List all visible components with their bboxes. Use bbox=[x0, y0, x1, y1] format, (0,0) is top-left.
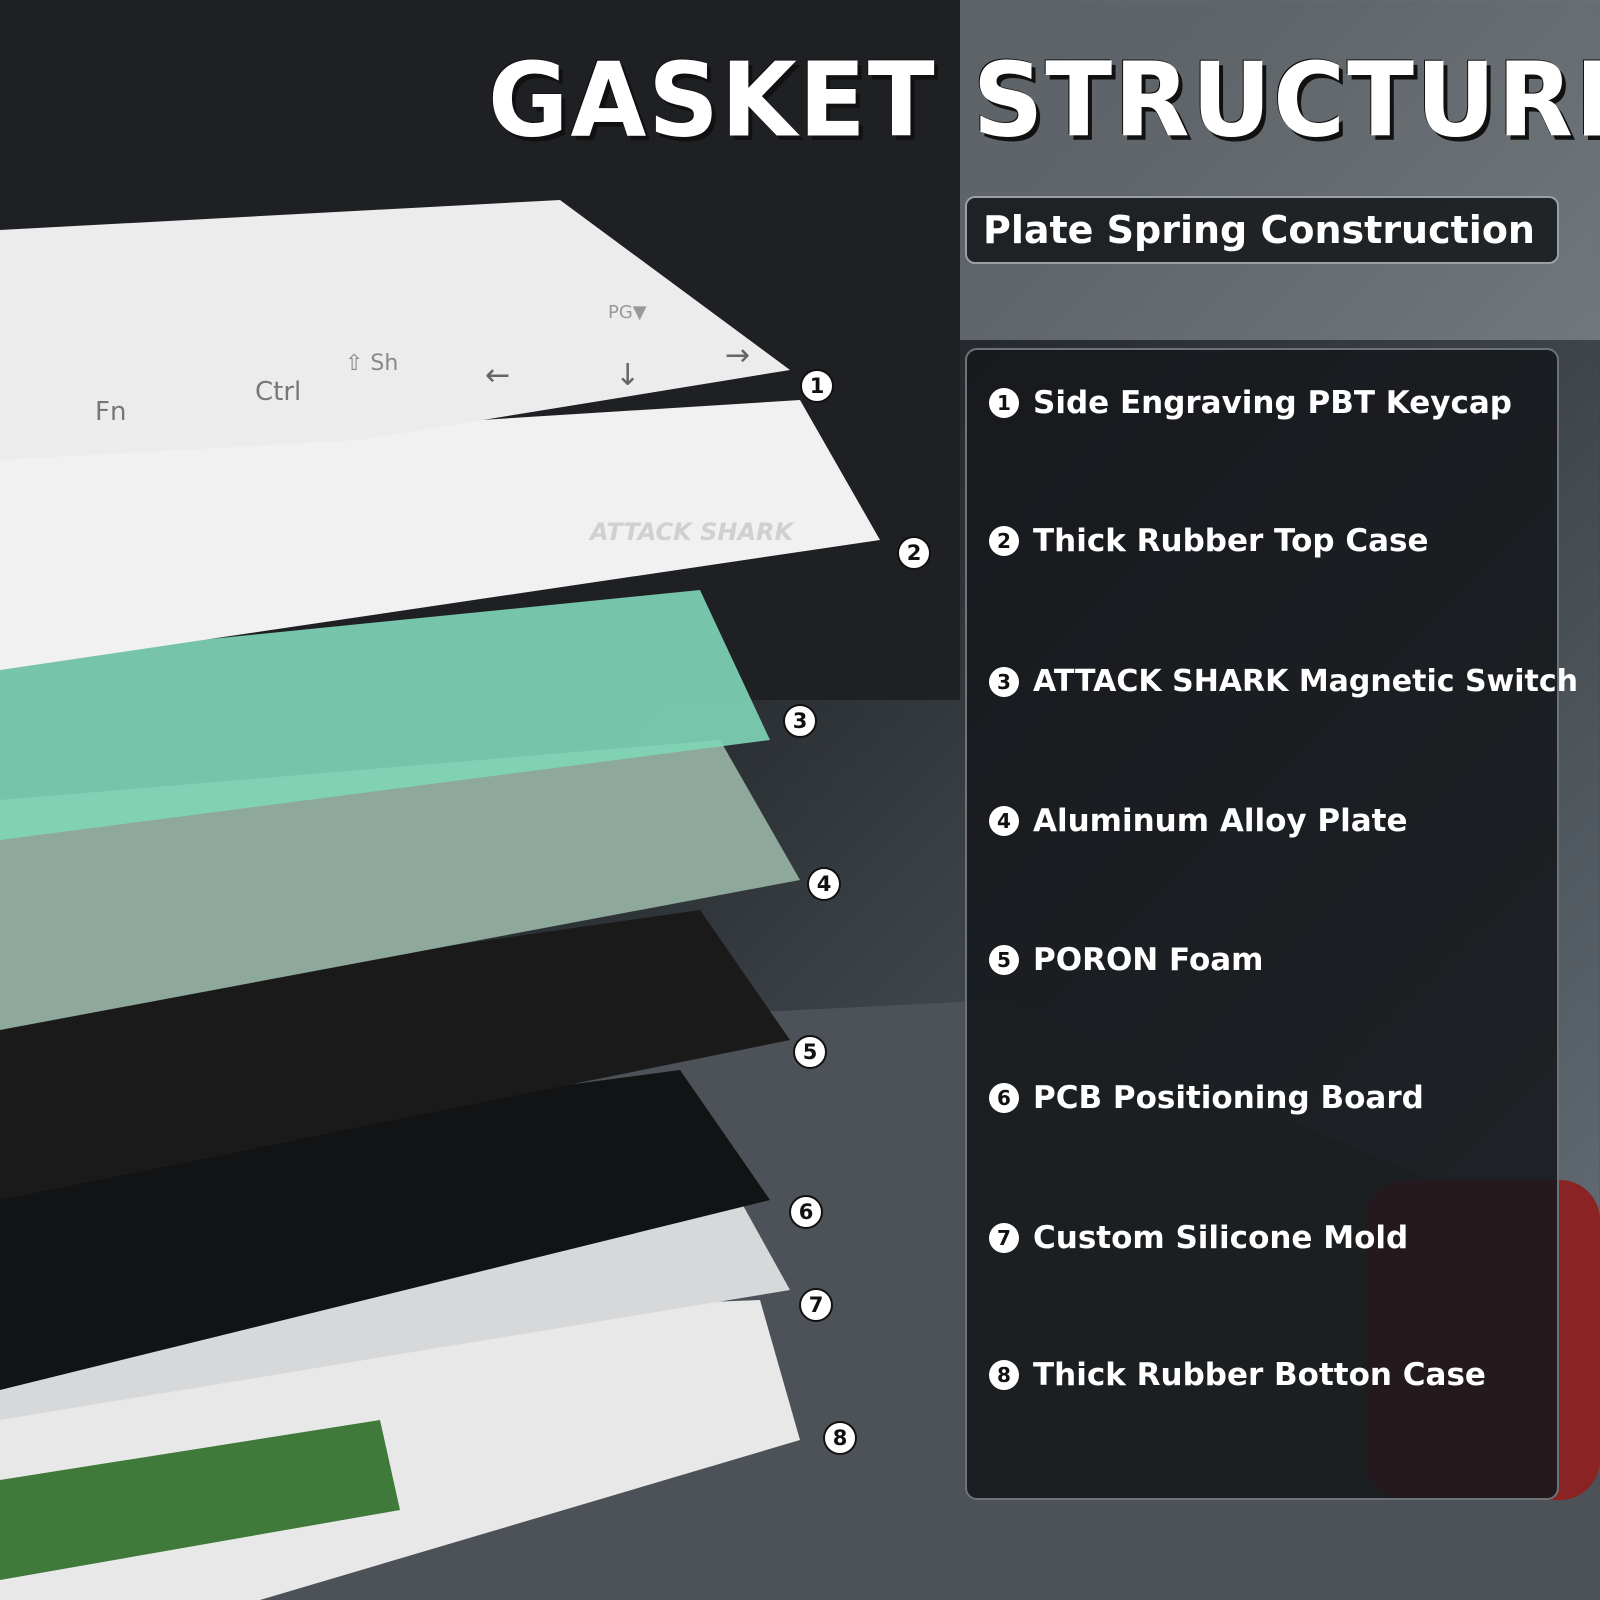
keycap-left: ← bbox=[485, 358, 510, 393]
keycap-right: → bbox=[725, 338, 750, 373]
callout-6: 6 bbox=[789, 1195, 823, 1229]
callout-3: 3 bbox=[783, 704, 817, 738]
number-badge: 2 bbox=[989, 526, 1019, 556]
callout-7: 7 bbox=[799, 1288, 833, 1322]
list-item: 3 ATTACK SHARK Magnetic Switch bbox=[989, 664, 1578, 699]
list-item: 5 PORON Foam bbox=[989, 942, 1263, 978]
keycap-ctrl: Ctrl bbox=[255, 377, 301, 407]
item-label: Custom Silicone Mold bbox=[1033, 1220, 1409, 1256]
switch-layer bbox=[0, 590, 770, 840]
item-label: Aluminum Alloy Plate bbox=[1033, 803, 1408, 839]
number-badge: 4 bbox=[989, 806, 1019, 836]
keycap-fn: Fn bbox=[95, 397, 126, 427]
keycap-shift: ⇧ Sh bbox=[345, 351, 398, 376]
number-badge: 3 bbox=[989, 666, 1019, 697]
item-label: PCB Positioning Board bbox=[1033, 1080, 1424, 1116]
item-label: ATTACK SHARK Magnetic Switch bbox=[1033, 664, 1579, 699]
number-badge: 7 bbox=[989, 1223, 1019, 1253]
item-label: PORON Foam bbox=[1033, 942, 1264, 978]
callout-1: 1 bbox=[800, 369, 834, 403]
item-label: Side Engraving PBT Keycap bbox=[1033, 385, 1512, 421]
keycap-layer bbox=[0, 200, 790, 460]
callout-8: 8 bbox=[823, 1421, 857, 1455]
callout-2: 2 bbox=[897, 536, 931, 570]
item-label: Thick Rubber Botton Case bbox=[1033, 1357, 1486, 1393]
number-badge: 1 bbox=[989, 388, 1019, 418]
subtitle: Plate Spring Construction bbox=[982, 208, 1535, 252]
list-item: 4 Aluminum Alloy Plate bbox=[989, 803, 1408, 839]
top-case-layer bbox=[0, 400, 880, 670]
brand-engraving: ATTACK SHARK bbox=[588, 518, 796, 546]
list-item: 7 Custom Silicone Mold bbox=[989, 1220, 1408, 1256]
subtitle-box: Plate Spring Construction bbox=[965, 196, 1559, 264]
list-item: 8 Thick Rubber Botton Case bbox=[989, 1357, 1486, 1393]
item-label: Thick Rubber Top Case bbox=[1033, 523, 1429, 559]
list-item: 6 PCB Positioning Board bbox=[989, 1080, 1424, 1116]
keycap-down: ↓ bbox=[615, 358, 640, 393]
keycap-pgdn: PG▼ bbox=[608, 302, 647, 323]
pc-case bbox=[960, 0, 1600, 340]
page-title: GASKET STRUCTURE bbox=[488, 41, 1600, 161]
list-item: 1 Side Engraving PBT Keycap bbox=[989, 385, 1512, 421]
number-badge: 8 bbox=[989, 1360, 1019, 1390]
number-badge: 6 bbox=[989, 1083, 1019, 1113]
callout-5: 5 bbox=[793, 1035, 827, 1069]
number-badge: 5 bbox=[989, 945, 1019, 975]
callout-4: 4 bbox=[807, 867, 841, 901]
list-item: 2 Thick Rubber Top Case bbox=[989, 523, 1429, 559]
bottom-case-insert bbox=[0, 1420, 400, 1580]
